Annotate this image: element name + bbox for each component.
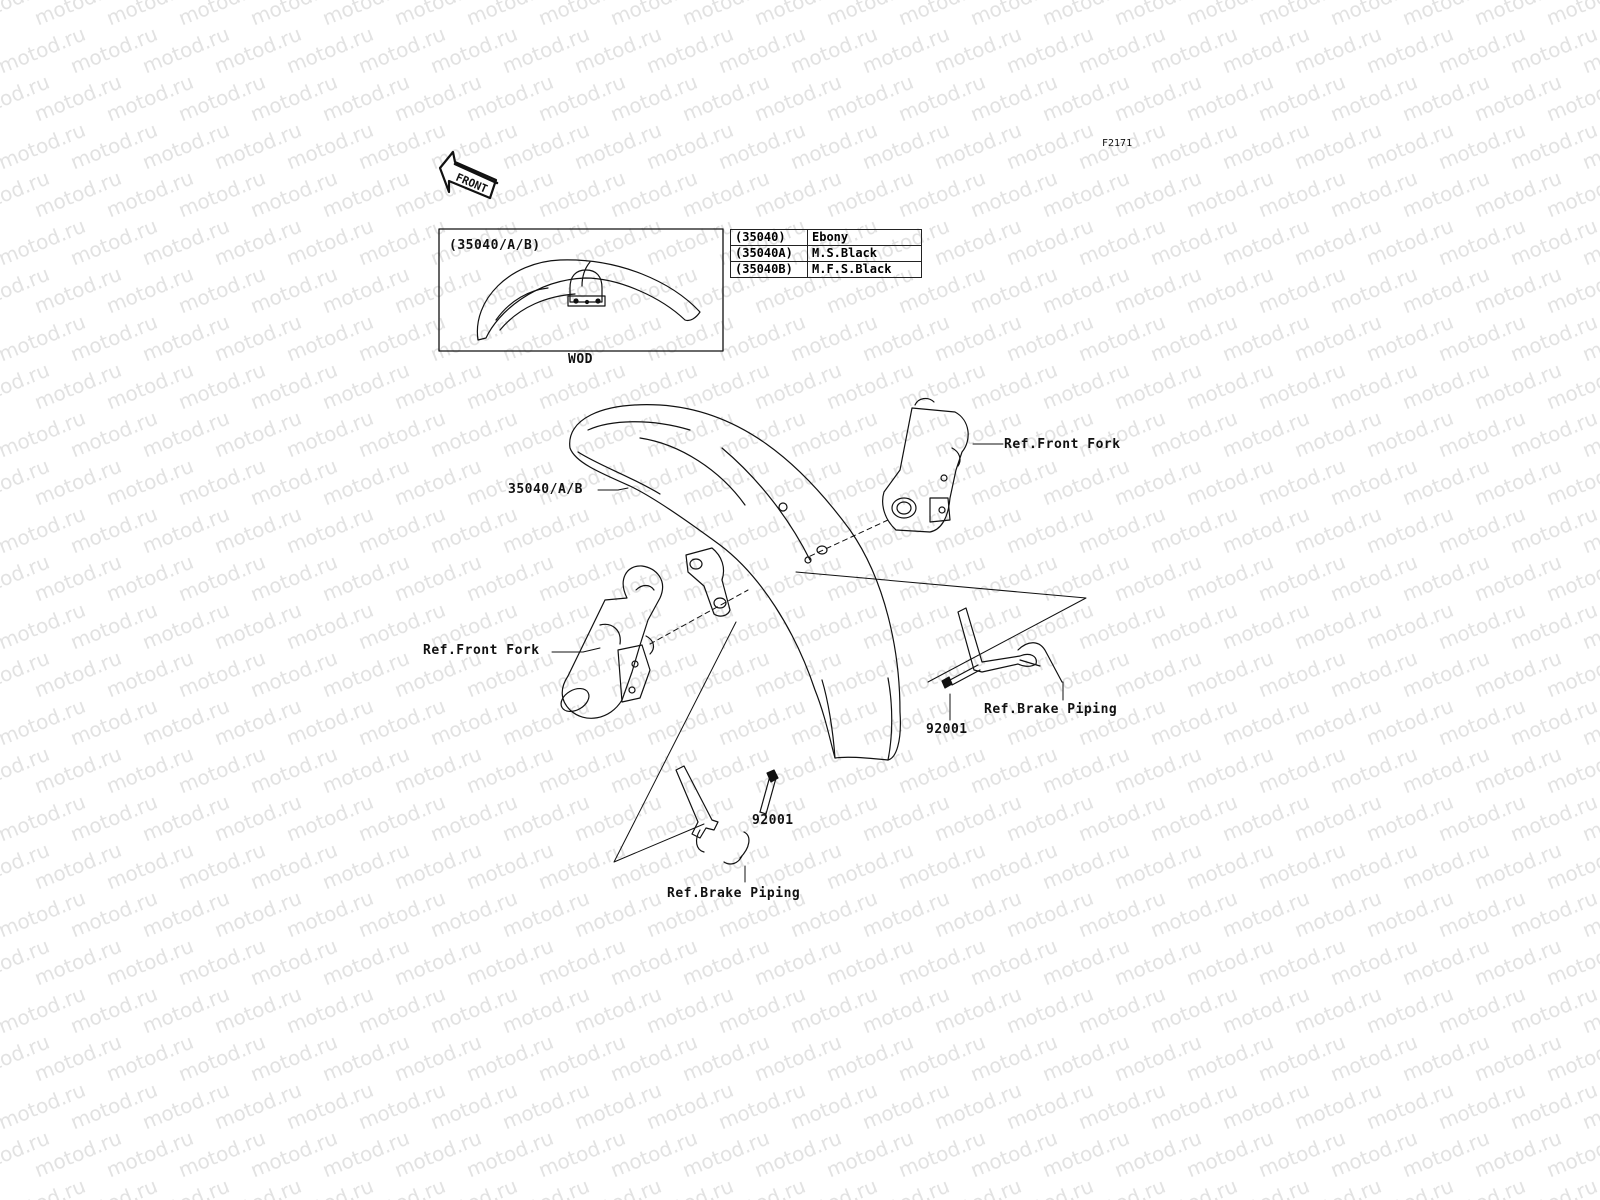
variant-table: (35040)Ebony(35040A)M.S.Black(35040B)M.F…: [730, 229, 922, 278]
right-brake-bracket-drawing: [957, 607, 1063, 683]
inset-box: [438, 228, 724, 352]
variant-row: (35040A)M.S.Black: [730, 245, 922, 262]
brake-piping-ref-left[interactable]: Ref.Brake Piping: [667, 886, 801, 901]
variant-row: (35040B)M.F.S.Black: [730, 261, 922, 278]
variant-code: (35040A): [730, 245, 808, 262]
variant-color: Ebony: [807, 229, 922, 246]
fender-part-number[interactable]: 35040/A/B: [508, 482, 583, 497]
assembly-lines: [649, 519, 889, 645]
right-bolt-icon: [941, 664, 981, 689]
front-fork-ref-left[interactable]: Ref.Front Fork: [423, 643, 540, 658]
inset-callout: (35040/A/B): [449, 238, 541, 253]
right-fork-drawing: [882, 397, 969, 533]
front-fork-ref-right[interactable]: Ref.Front Fork: [1004, 437, 1121, 452]
left-fork-drawing: [560, 565, 664, 719]
front-arrow-icon: FRONT: [438, 150, 499, 200]
leader-lines: [551, 443, 1064, 883]
variant-color: M.S.Black: [807, 245, 922, 262]
brake-piping-ref-right[interactable]: Ref.Brake Piping: [984, 702, 1118, 717]
left-bolt-icon: [759, 769, 779, 815]
inset-caption: WOD: [568, 352, 593, 367]
inset-fender-drawing: [476, 259, 701, 341]
bolt-part-number-left[interactable]: 92001: [752, 813, 794, 828]
variant-row: (35040)Ebony: [730, 229, 922, 246]
variant-code: (35040): [730, 229, 808, 246]
front-fender-drawing: [569, 404, 901, 761]
left-brake-bracket-drawing: [675, 765, 750, 865]
variant-code: (35040B): [730, 261, 808, 278]
callout-lines: [613, 571, 1087, 863]
bolt-part-number-right[interactable]: 92001: [926, 722, 968, 737]
variant-color: M.F.S.Black: [807, 261, 922, 278]
figure-code: F2171: [1102, 138, 1133, 149]
